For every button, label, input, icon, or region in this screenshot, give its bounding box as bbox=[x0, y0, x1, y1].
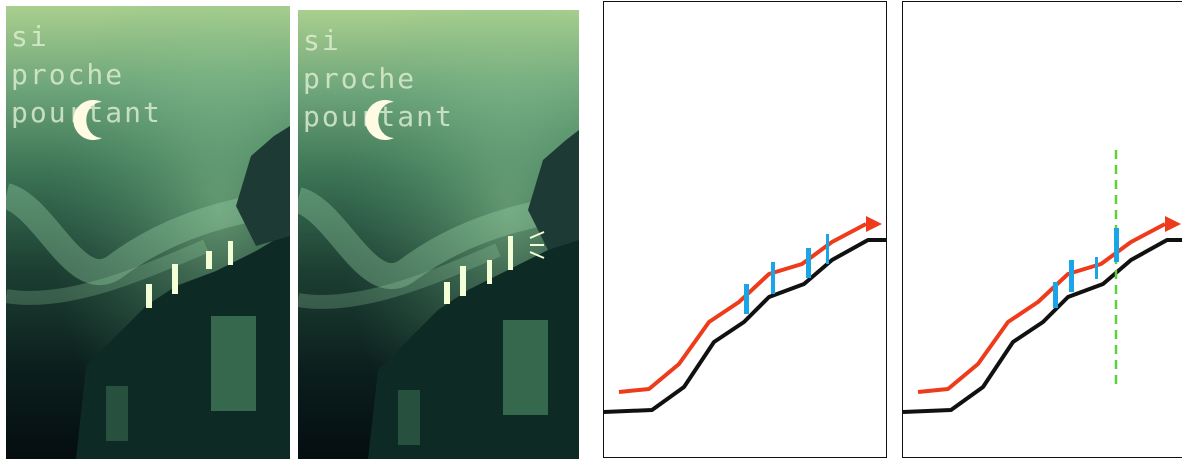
window-light bbox=[444, 282, 450, 304]
window-light bbox=[206, 251, 212, 269]
poster-original: si proche pourtant bbox=[6, 6, 290, 459]
poster-title-line: proche bbox=[11, 58, 125, 91]
arrow-head-icon bbox=[866, 216, 882, 232]
offset-curve bbox=[917, 222, 1166, 394]
window-light bbox=[172, 264, 178, 294]
ground-curve bbox=[604, 238, 886, 414]
window-light bbox=[460, 266, 466, 296]
window-light bbox=[228, 241, 233, 265]
poster-original-art bbox=[6, 6, 290, 459]
poster-edited-art bbox=[298, 10, 579, 459]
ground-curve bbox=[903, 238, 1182, 414]
marker-tick bbox=[771, 262, 775, 294]
marker-tick bbox=[744, 284, 749, 314]
poster-edited: si proche pourtant bbox=[298, 10, 579, 459]
window-light bbox=[508, 236, 513, 270]
poster-title-line: si bbox=[11, 20, 49, 53]
marker-tick bbox=[1053, 282, 1058, 308]
marker-tick bbox=[1114, 228, 1119, 262]
window-light bbox=[487, 260, 492, 284]
poster-title-line: si bbox=[303, 24, 341, 57]
diagram-edited bbox=[902, 1, 1182, 458]
arrow-head-icon bbox=[1165, 216, 1181, 232]
poster-title-line: proche bbox=[303, 62, 417, 95]
marker-tick bbox=[806, 248, 811, 278]
marker-tick bbox=[826, 234, 829, 264]
diagram-original bbox=[603, 1, 887, 458]
diagram-original-svg bbox=[604, 216, 886, 414]
marker-tick bbox=[1095, 257, 1098, 279]
crescent-moon-icon bbox=[365, 100, 394, 140]
window-light bbox=[146, 284, 152, 308]
offset-curve bbox=[618, 222, 867, 394]
marker-tick bbox=[1069, 260, 1074, 292]
diagram-edited-svg bbox=[903, 150, 1182, 414]
light-rays bbox=[529, 231, 545, 259]
crescent-moon-icon bbox=[73, 100, 102, 140]
